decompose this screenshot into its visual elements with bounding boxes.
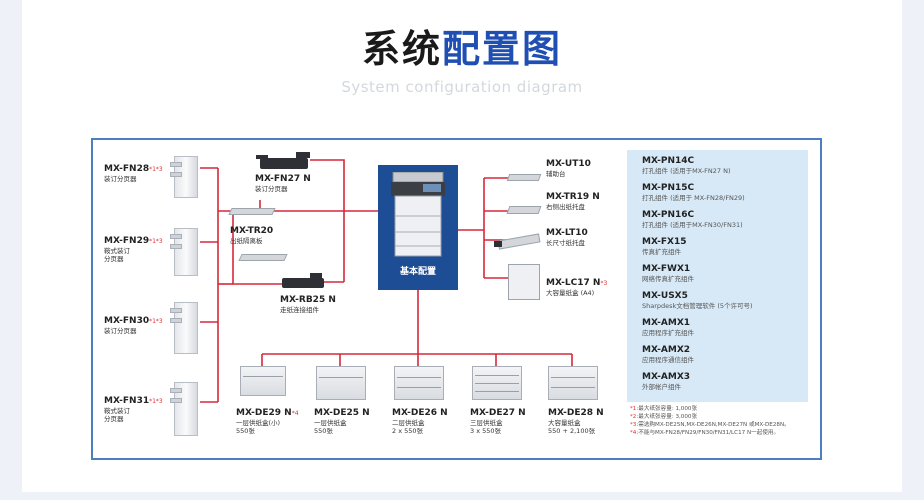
finisher-fn29-image bbox=[170, 224, 200, 276]
feeder-de26-image bbox=[394, 366, 444, 400]
tray-tr19-image bbox=[506, 202, 542, 216]
label-fn28: MX-FN28*1*3 装订分页器 bbox=[104, 164, 163, 183]
label-fn30: MX-FN30*1*3 装订分页器 bbox=[104, 316, 163, 335]
options-panel bbox=[627, 150, 808, 402]
footnote-3: *3:需选购MX-DE25N,MX-DE26N,MX-DE27N 或MX-DE2… bbox=[630, 422, 790, 428]
feeder-de28-image bbox=[548, 366, 598, 400]
feeder-de27-image bbox=[472, 366, 522, 400]
label-lc17: MX-LC17 N*3 大容量纸盒 (A4) bbox=[546, 278, 608, 297]
label-fn29: MX-FN29*1*3 鞍式装订分页器 bbox=[104, 236, 163, 263]
copier-machine-image bbox=[391, 172, 445, 257]
footnote-1: *1:最大纸张容量: 1,000张 bbox=[630, 406, 698, 412]
finisher-fn27-image bbox=[256, 152, 312, 172]
base-config-label: 基本配置 bbox=[399, 267, 436, 277]
separator-tr20-image bbox=[228, 206, 276, 218]
label-fn31: MX-FN31*1*3 鞍式装订分页器 bbox=[104, 396, 163, 423]
finisher-fn31-image bbox=[170, 380, 200, 436]
footnote-2: *2:最大纸张容量: 3,000张 bbox=[630, 414, 698, 420]
finisher-fn30-image bbox=[170, 300, 200, 354]
relay-rb25-image bbox=[282, 272, 326, 290]
finisher-fn28-image bbox=[170, 150, 200, 198]
feeder-de25-image bbox=[316, 366, 366, 400]
page-subtitle: System configuration diagram bbox=[341, 78, 583, 96]
cassette-lc17-image bbox=[508, 264, 540, 300]
feeder-de29-image bbox=[240, 366, 286, 396]
table-ut10-image bbox=[506, 172, 542, 182]
page-title: 系统配置图 bbox=[361, 27, 563, 71]
connector-fn27 bbox=[310, 159, 345, 282]
label-de29: MX-DE29 N*4 一层供纸盒(小)550张 bbox=[236, 408, 299, 435]
tray-rb25-top-image bbox=[238, 252, 288, 262]
footnote-4: *4:不能与MX-FN28/FN29/FN30/FN31/LC17 N一起使用。 bbox=[630, 430, 780, 436]
tray-lt10-image bbox=[490, 233, 542, 250]
